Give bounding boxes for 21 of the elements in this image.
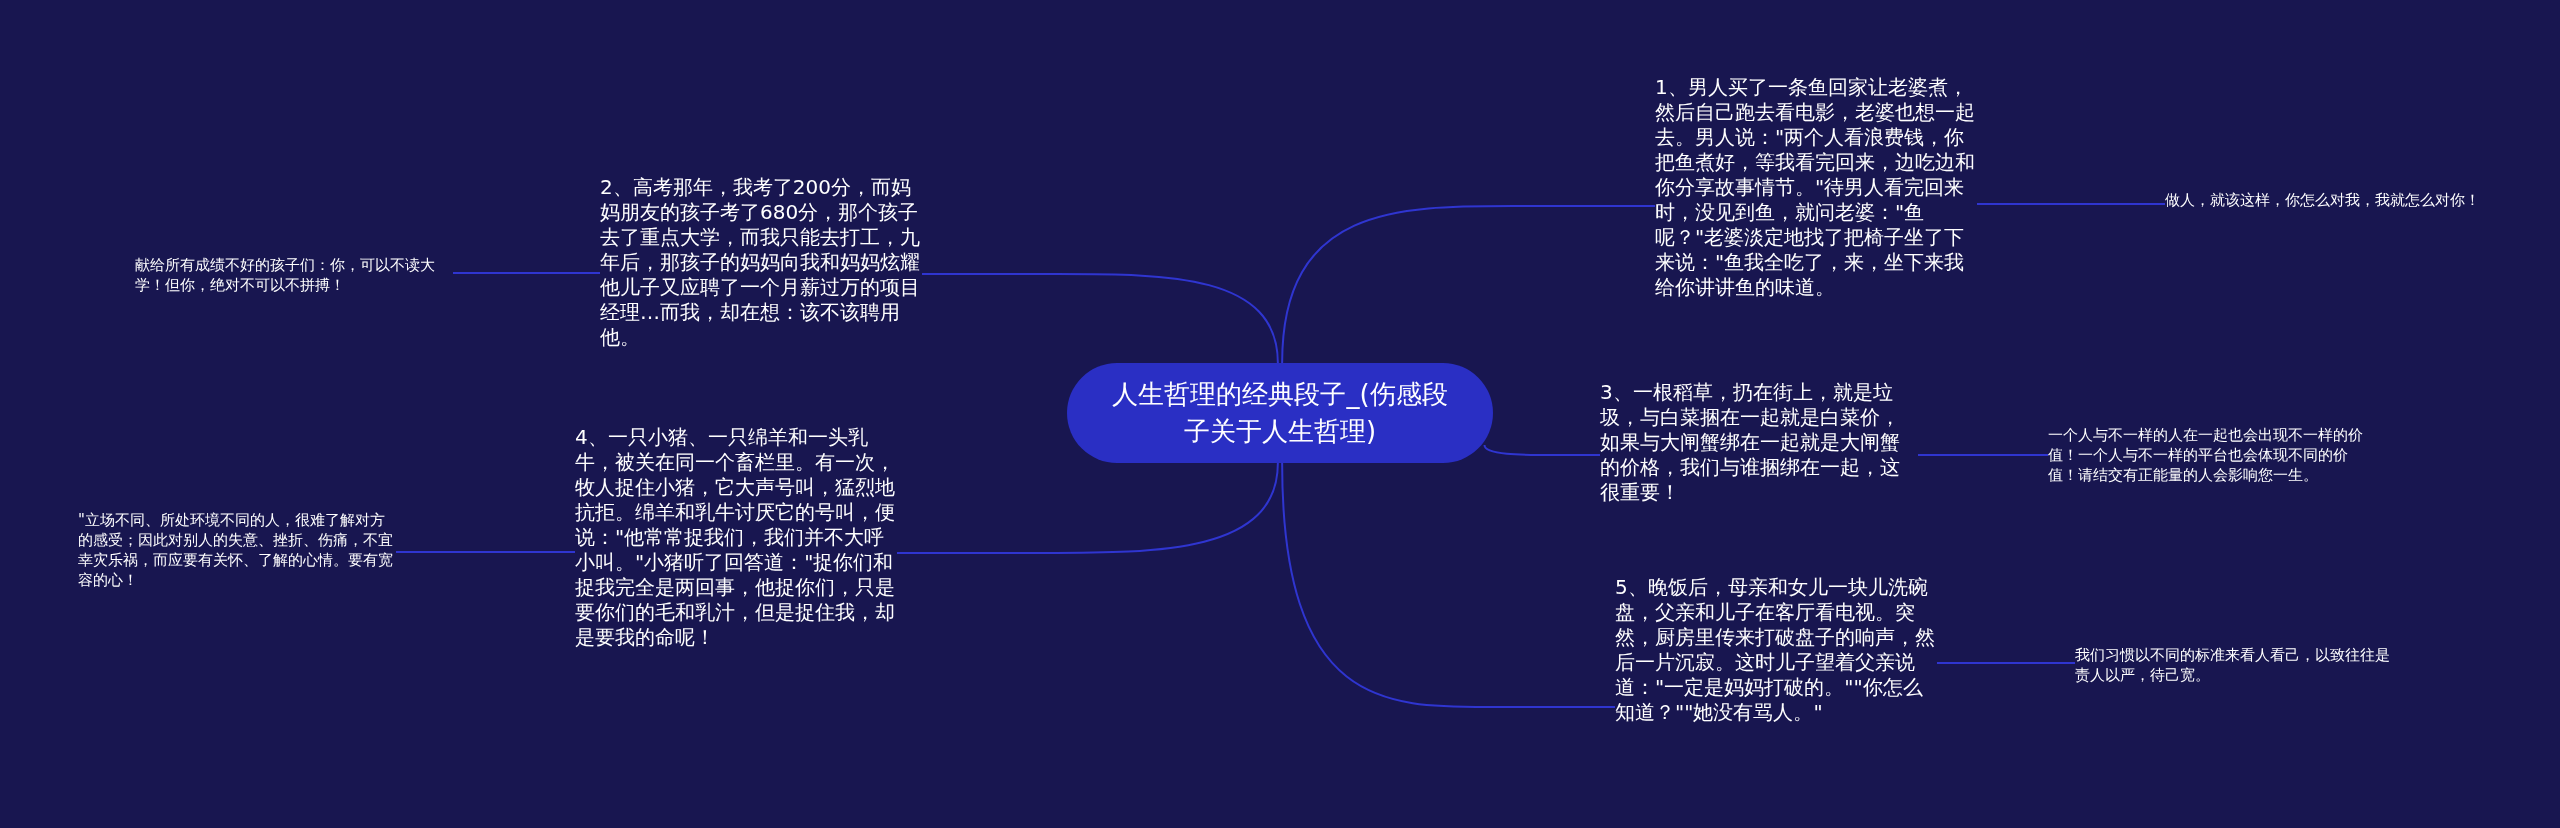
story-text: 2、高考那年，我考了200分，而妈妈朋友的孩子考了680分，那个孩子去了重点大学，而我只能去打工，九年后，那孩子的妈妈向我和妈妈炫耀他儿子又应聘了一个月薪过万的项目经理…而我，却在想：该不该聘用他。 [600, 175, 922, 350]
connector-line [452, 272, 601, 274]
topic-title: 人生哲理的经典段子_(伤感段子关于人生哲理) [1111, 378, 1449, 448]
story-text: 1、男人买了一条鱼回家让老婆煮，然后自己跑去看电影，老婆也想一起去。男人说："两个人看浪费钱，你把鱼煮好，等我看完回来，边吃边和你分享故事情节。"待男人看完回来时，没见到鱼，就问老婆："鱼呢？"老婆淡定地找了把椅子坐了下来说："鱼我全吃了，来，坐下来我给你讲讲鱼的味道。 [1655, 75, 1977, 300]
story-text: 3、一根稻草，扔在街上，就是垃圾，与白菜捆在一起就是白菜价，如果与大闸蟹绑在一起就是大闸蟹的价格，我们与谁捆绑在一起，这很重要！ [1600, 380, 1918, 505]
note-text: 献给所有成绩不好的孩子们：你，可以不读大学！但你，绝对不可以不拼搏！ [135, 255, 453, 295]
note-text: 一个人与不一样的人在一起也会出现不一样的价值！一个人与不一样的平台也会体现不同的价值！请结交有正能量的人会影响您一生。 [2048, 425, 2370, 485]
connector-line [921, 273, 1279, 364]
connector-line [1936, 662, 2076, 664]
connector-line [1483, 444, 1601, 456]
connector-line [1976, 203, 2166, 205]
connector-line [1281, 462, 1616, 708]
note-text: 做人，就该这样，你怎么对我，我就怎么对你！ [2165, 190, 2483, 210]
note-text: 我们习惯以不同的标准来看人看己，以致往往是责人以严，待己宽。 [2075, 645, 2397, 685]
connector-line [896, 462, 1279, 554]
connector-line [395, 551, 576, 553]
note-text: "立场不同、所处环境不同的人，很难了解对方的感受；因此对别人的失意、挫折、伤痛，不宜幸灾乐祸，而应要有关怀、了解的心情。要有宽容的心！ [78, 510, 396, 590]
connector-line [1281, 205, 1656, 364]
story-text: 5、晚饭后，母亲和女儿一块儿洗碗盘，父亲和儿子在客厅看电视。突然，厨房里传来打破盘子的响声，然后一片沉寂。这时儿子望着父亲说道："一定是妈妈打破的。""你怎么知道？""她没有骂人。" [1615, 575, 1937, 725]
connector-line [1917, 454, 2049, 456]
story-text: 4、一只小猪、一只绵羊和一头乳牛，被关在同一个畜栏里。有一次，牧人捉住小猪，它大声号叫，猛烈地抗拒。绵羊和乳牛讨厌它的号叫，便说："他常常捉我们，我们并不大呼小叫。"小猪听了回答道："捉你们和捉我完全是两回事，他捉你们，只是要你们的毛和乳汁，但是捉住我，却是要我的命呢！ [575, 425, 897, 650]
